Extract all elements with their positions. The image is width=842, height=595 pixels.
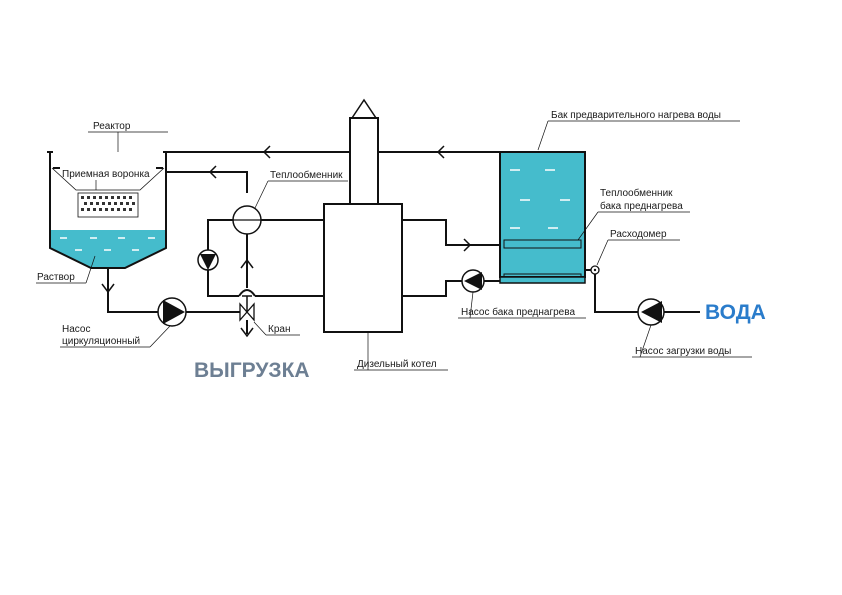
flowmeter-label: Расходомер (610, 229, 667, 240)
leader-lines (36, 120, 752, 371)
circulation-pump-label-1: Насос (62, 324, 90, 335)
pipes (107, 151, 700, 334)
preheat-pump-label: Насос бака преднагрева (461, 306, 575, 318)
heat-exchanger-icon (232, 205, 262, 235)
diesel-boiler-label: Дизельный котел (357, 359, 437, 370)
load-pump (637, 298, 665, 326)
small-loop-pump (197, 249, 219, 271)
valve-label: Кран (268, 324, 290, 335)
unload-label: ВЫГРУЗКА (194, 359, 310, 382)
preheat-pump (461, 269, 485, 293)
chimney (349, 98, 379, 205)
tank-heat-exchanger-label-1: Теплообменник (600, 187, 673, 199)
receiving-funnel (51, 167, 165, 218)
solution-label: Раствор (37, 272, 75, 283)
heat-exchanger-label: Теплообменник (270, 169, 343, 181)
load-pump-label: Насос загрузки воды (635, 346, 731, 357)
flowmeter-icon (590, 265, 600, 275)
preheat-tank (499, 151, 586, 284)
flow-arrow-icon (101, 145, 472, 338)
pump-icon (641, 301, 662, 323)
circulation-pump-label-2: циркуляционный (62, 336, 140, 347)
chimney-arrow-icon (350, 98, 378, 119)
pump-icon (464, 272, 482, 290)
pump-icon (200, 254, 216, 270)
tank-heat-exchanger (503, 239, 582, 249)
diesel-boiler (323, 203, 403, 333)
circulation-pump (157, 297, 187, 327)
valve-icon (239, 295, 255, 322)
tank-heat-exchanger-label-2: бака преднагрева (600, 200, 683, 212)
water-label: ВОДА (705, 301, 766, 324)
preheat-tank-label: Бак предварительного нагрева воды (551, 110, 721, 121)
funnel-label: Приемная воронка (62, 169, 150, 180)
reactor-solution (50, 230, 166, 268)
reactor-label: Реактор (93, 121, 131, 132)
pump-icon (163, 300, 185, 324)
